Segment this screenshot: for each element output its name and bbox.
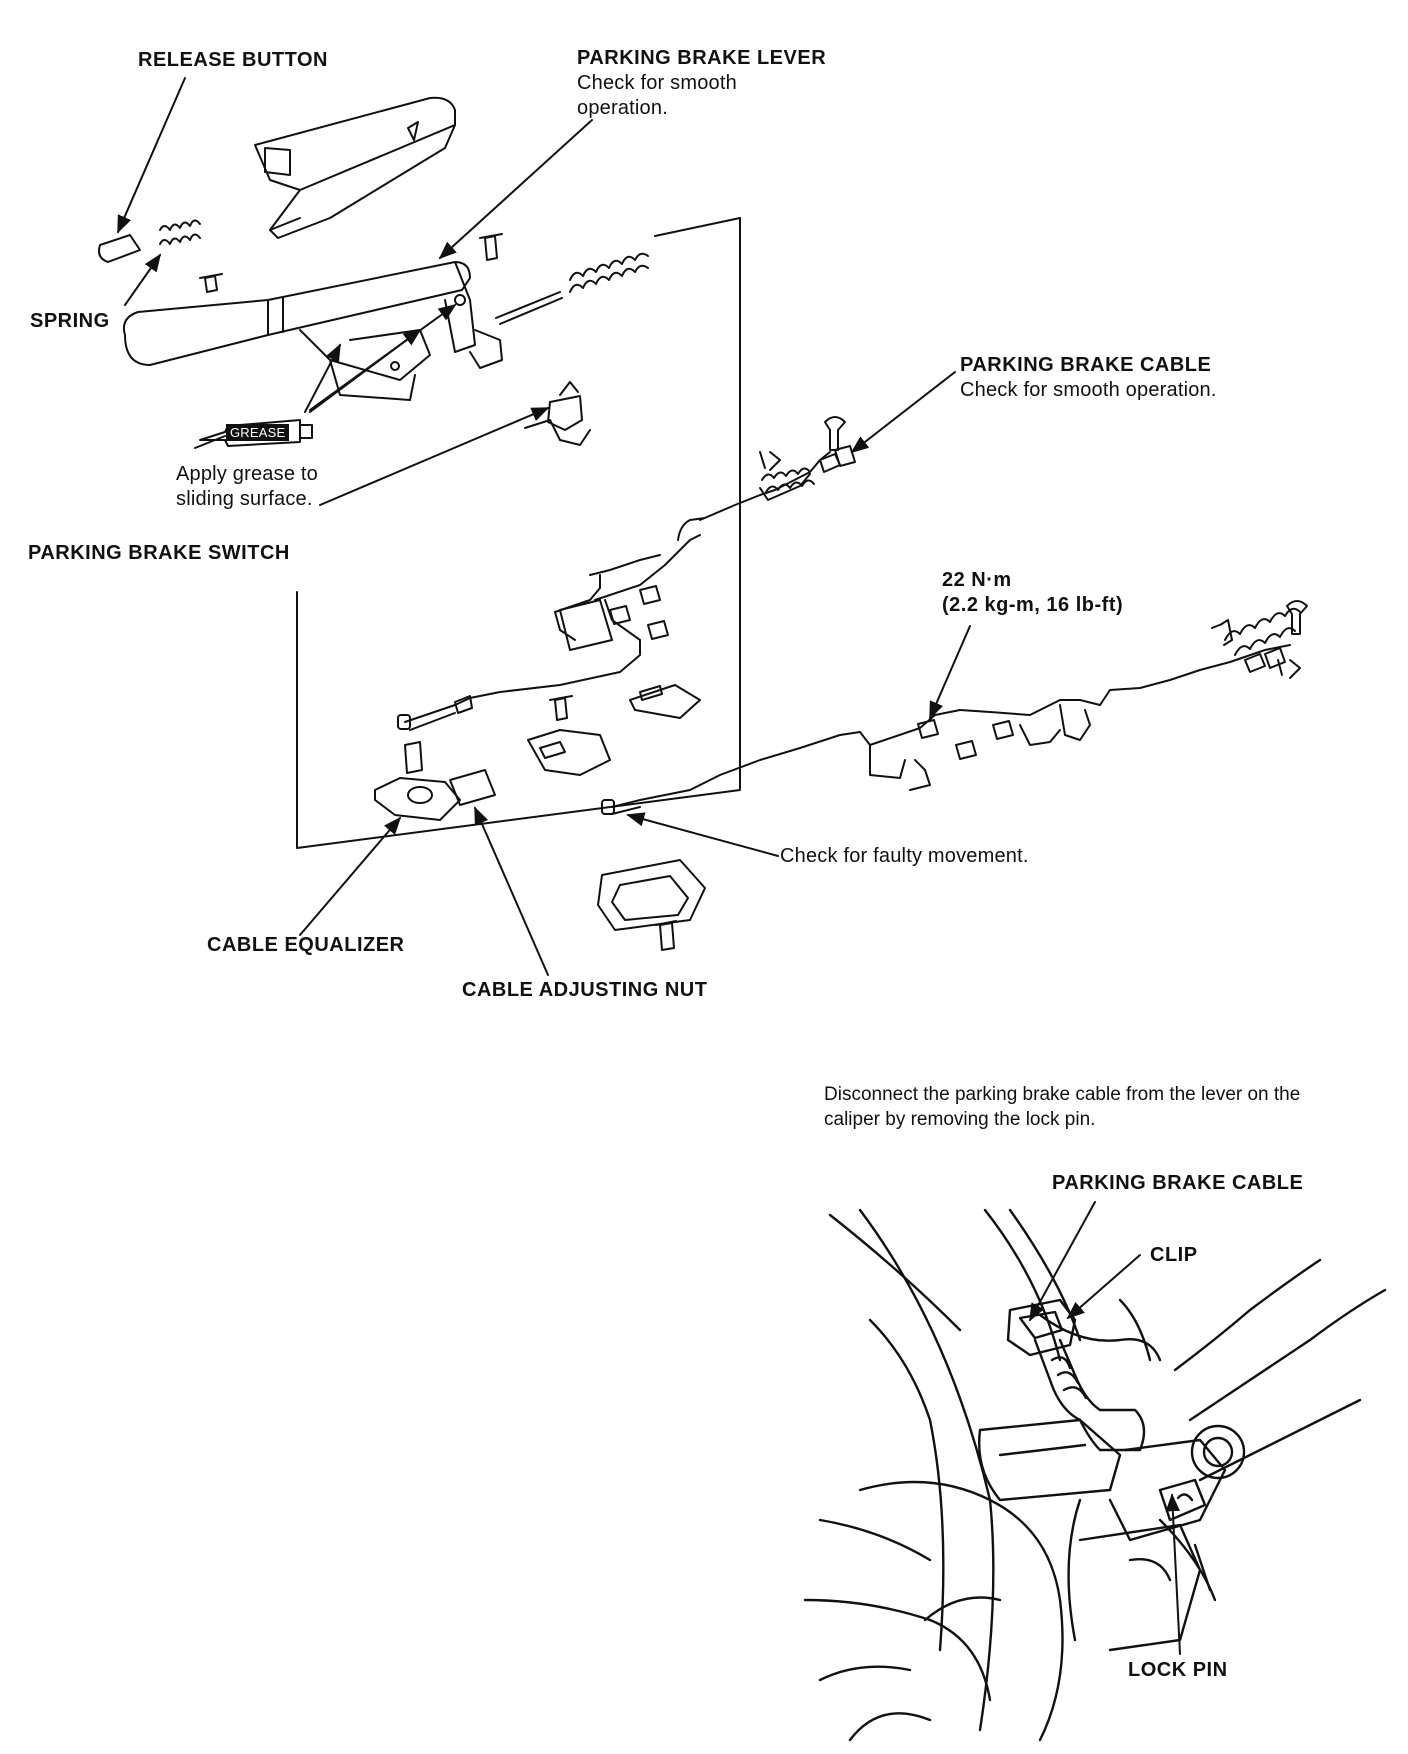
parking-brake-cable-label: PARKING BRAKE CABLE Check for smooth ope… xyxy=(960,354,1217,401)
spring-label: SPRING xyxy=(30,310,110,332)
cable-equalizer-part xyxy=(374,741,496,821)
bolts xyxy=(199,233,1308,951)
faulty-movement-leader xyxy=(626,812,779,857)
grease-leader-c xyxy=(309,303,457,411)
bottom-cable-leader xyxy=(1029,1201,1096,1322)
clip-label: CLIP xyxy=(1150,1244,1198,1266)
parking-brake-switch-label: PARKING BRAKE SWITCH xyxy=(28,542,290,564)
equalizer-leader xyxy=(299,816,402,936)
torque-leader xyxy=(929,625,971,720)
release-button-label: RELEASE BUTTON xyxy=(138,49,328,71)
bottom-parking-brake-cable-label: PARKING BRAKE CABLE xyxy=(1052,1172,1304,1194)
parking-brake-lever-label: PARKING BRAKE LEVER Check for smooth ope… xyxy=(577,47,827,119)
floor-plate xyxy=(597,859,706,931)
caliper-illustration xyxy=(803,1208,1387,1742)
torque-spec-label: 22 N·m (2.2 kg-m, 16 lb-ft) xyxy=(942,569,1124,616)
right-parking-brake-cable xyxy=(601,619,1301,815)
switch-leader xyxy=(319,407,550,506)
right-cable-coil xyxy=(1224,607,1301,656)
release-button-part xyxy=(98,219,201,263)
grease-note: Apply grease to sliding surface. xyxy=(176,463,318,510)
adjusting-nut-leader xyxy=(474,806,549,976)
cable-equalizer-label: CABLE EQUALIZER xyxy=(207,934,405,956)
spring-leader xyxy=(124,253,162,306)
left-cable-coil xyxy=(761,467,815,493)
clip-leader xyxy=(1066,1254,1141,1320)
instruction-text: Disconnect the parking brake cable from … xyxy=(824,1084,1301,1130)
lock-pin-leader xyxy=(1165,1493,1181,1655)
cable-adjusting-nut-label: CABLE ADJUSTING NUT xyxy=(462,979,708,1001)
lever-cover xyxy=(254,96,456,239)
parking-brake-lever-part xyxy=(122,261,503,401)
grease-tag: GREASE xyxy=(226,424,290,441)
lock-pin-label: LOCK PIN xyxy=(1128,1659,1228,1681)
faulty-movement-note: Check for faulty movement. xyxy=(780,845,1029,867)
grease-leader-a xyxy=(304,343,341,413)
parking-brake-lever-leader xyxy=(438,119,593,260)
adjusting-rod xyxy=(495,252,649,325)
cable-leader xyxy=(850,371,956,454)
release-button-leader xyxy=(117,77,186,234)
grease-tube xyxy=(194,419,313,449)
cable-brackets xyxy=(527,599,701,776)
left-parking-brake-cable xyxy=(397,445,856,731)
